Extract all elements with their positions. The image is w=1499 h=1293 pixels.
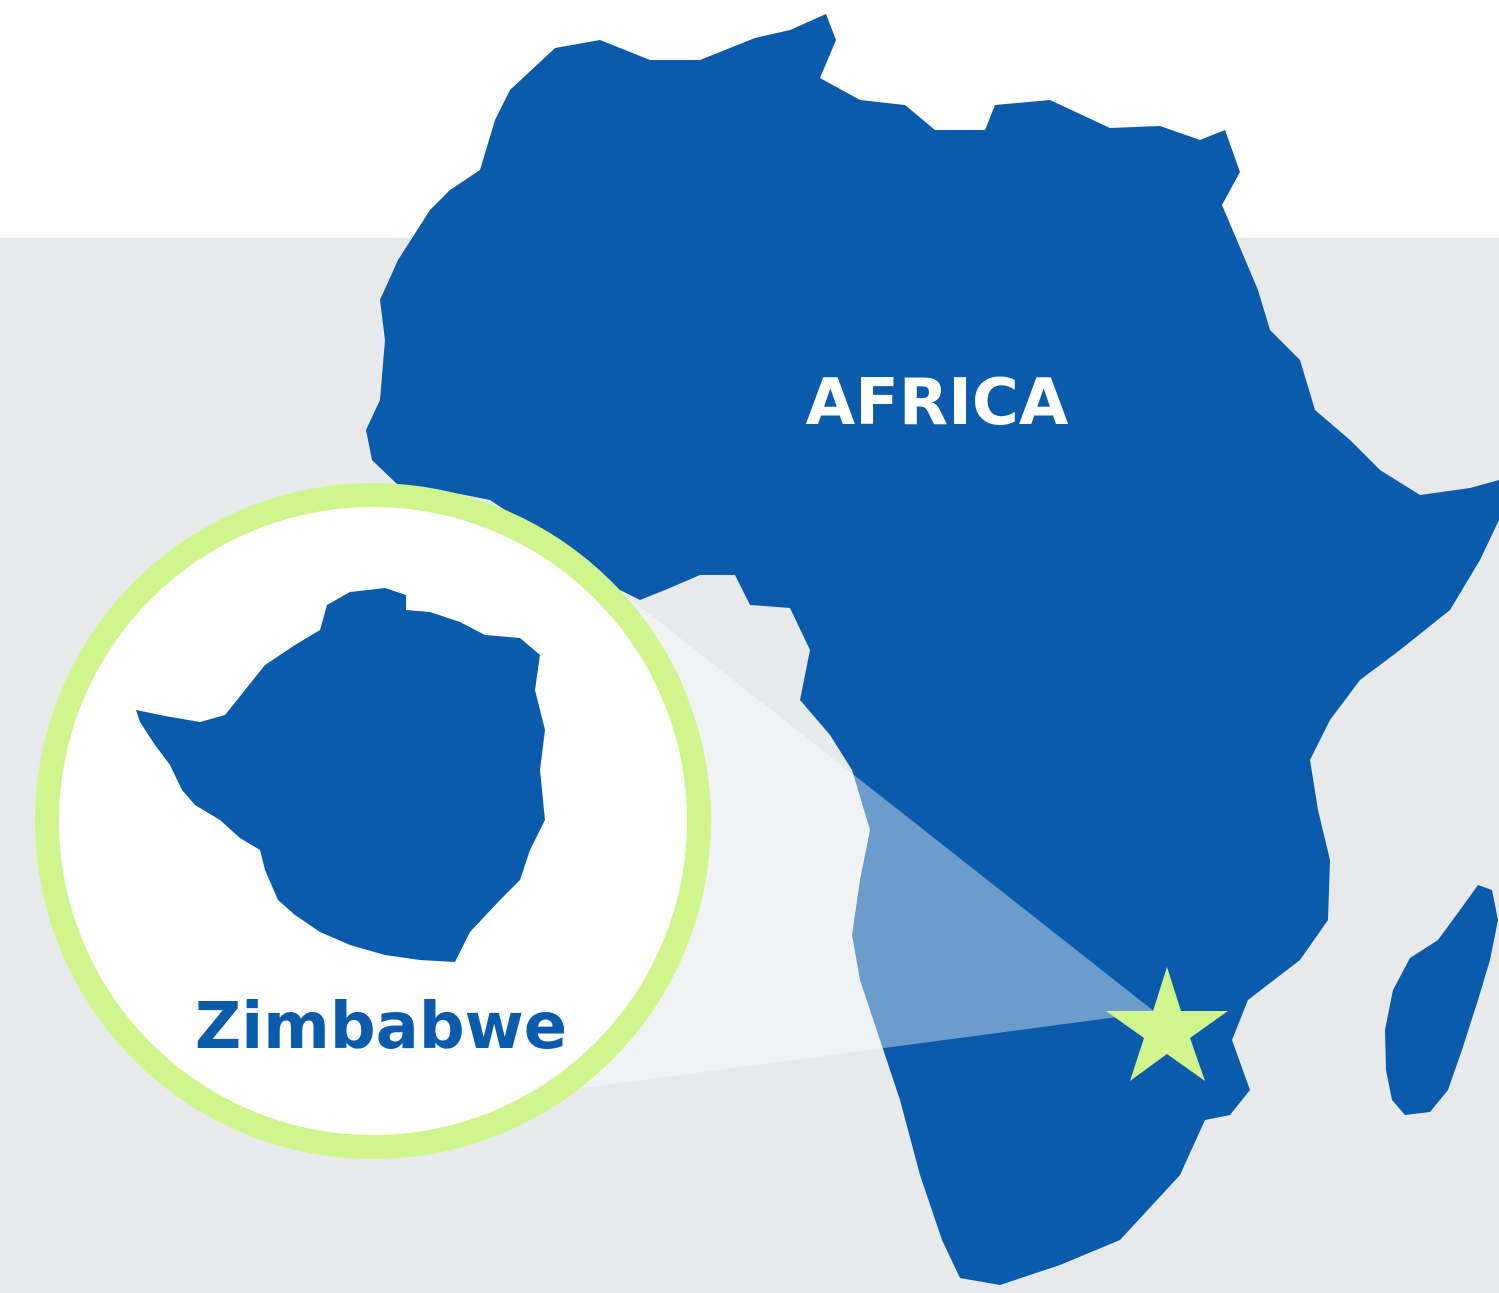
madagascar-shape bbox=[1385, 885, 1498, 1115]
africa-continent-shape bbox=[366, 14, 1499, 1285]
zimbabwe-country-shape bbox=[136, 588, 545, 962]
continent-label: AFRICA bbox=[806, 366, 1069, 440]
star-icon bbox=[1106, 967, 1228, 1081]
country-label: Zimbabwe bbox=[195, 990, 567, 1064]
inset-circle-ring bbox=[35, 483, 711, 1159]
